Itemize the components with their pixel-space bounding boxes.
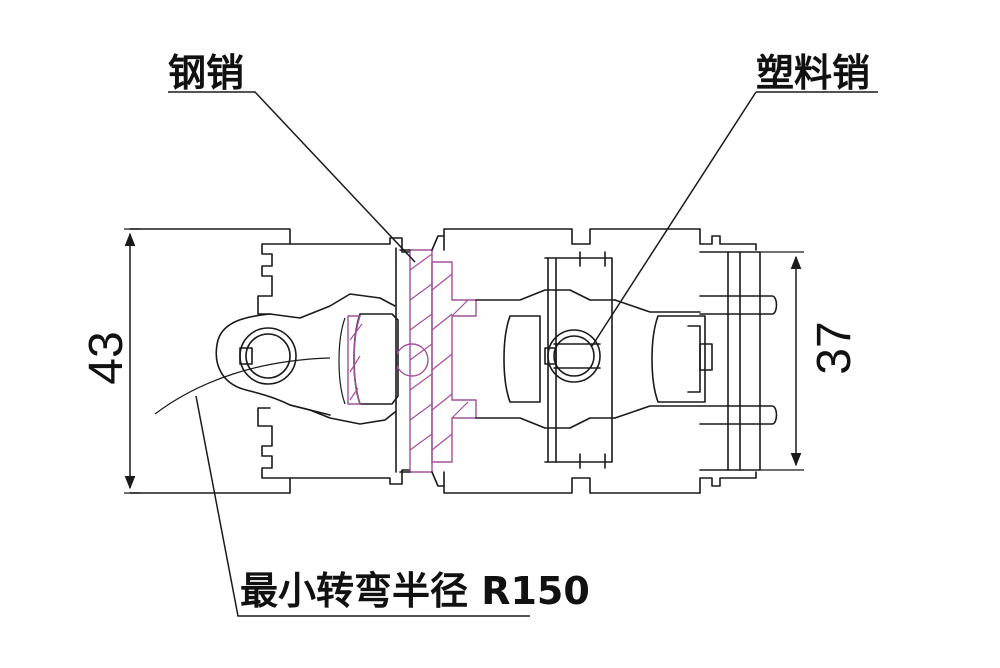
turning-radius-arc: [154, 357, 331, 415]
dimension-43: 43: [80, 228, 140, 494]
label-plastic-pin: 塑料销: [756, 51, 870, 95]
link-left: [129, 228, 411, 494]
link-middle: [443, 228, 701, 494]
leader-steel-pin: [168, 91, 416, 263]
label-steel-pin: 钢销: [168, 51, 244, 95]
leader-plastic-pin: [591, 91, 878, 347]
pin-hole-plastic: [544, 329, 601, 383]
dimension-43-label: 43: [80, 331, 133, 384]
dimension-37: 37: [760, 251, 861, 471]
pin-hole-left: [239, 327, 297, 385]
link-right: [614, 228, 778, 494]
steel-pin-section: [347, 235, 477, 487]
label-min-turning-radius: 最小转弯半径 R150: [240, 569, 590, 613]
leader-radius: [195, 395, 530, 617]
dimension-37-label: 37: [808, 321, 861, 374]
